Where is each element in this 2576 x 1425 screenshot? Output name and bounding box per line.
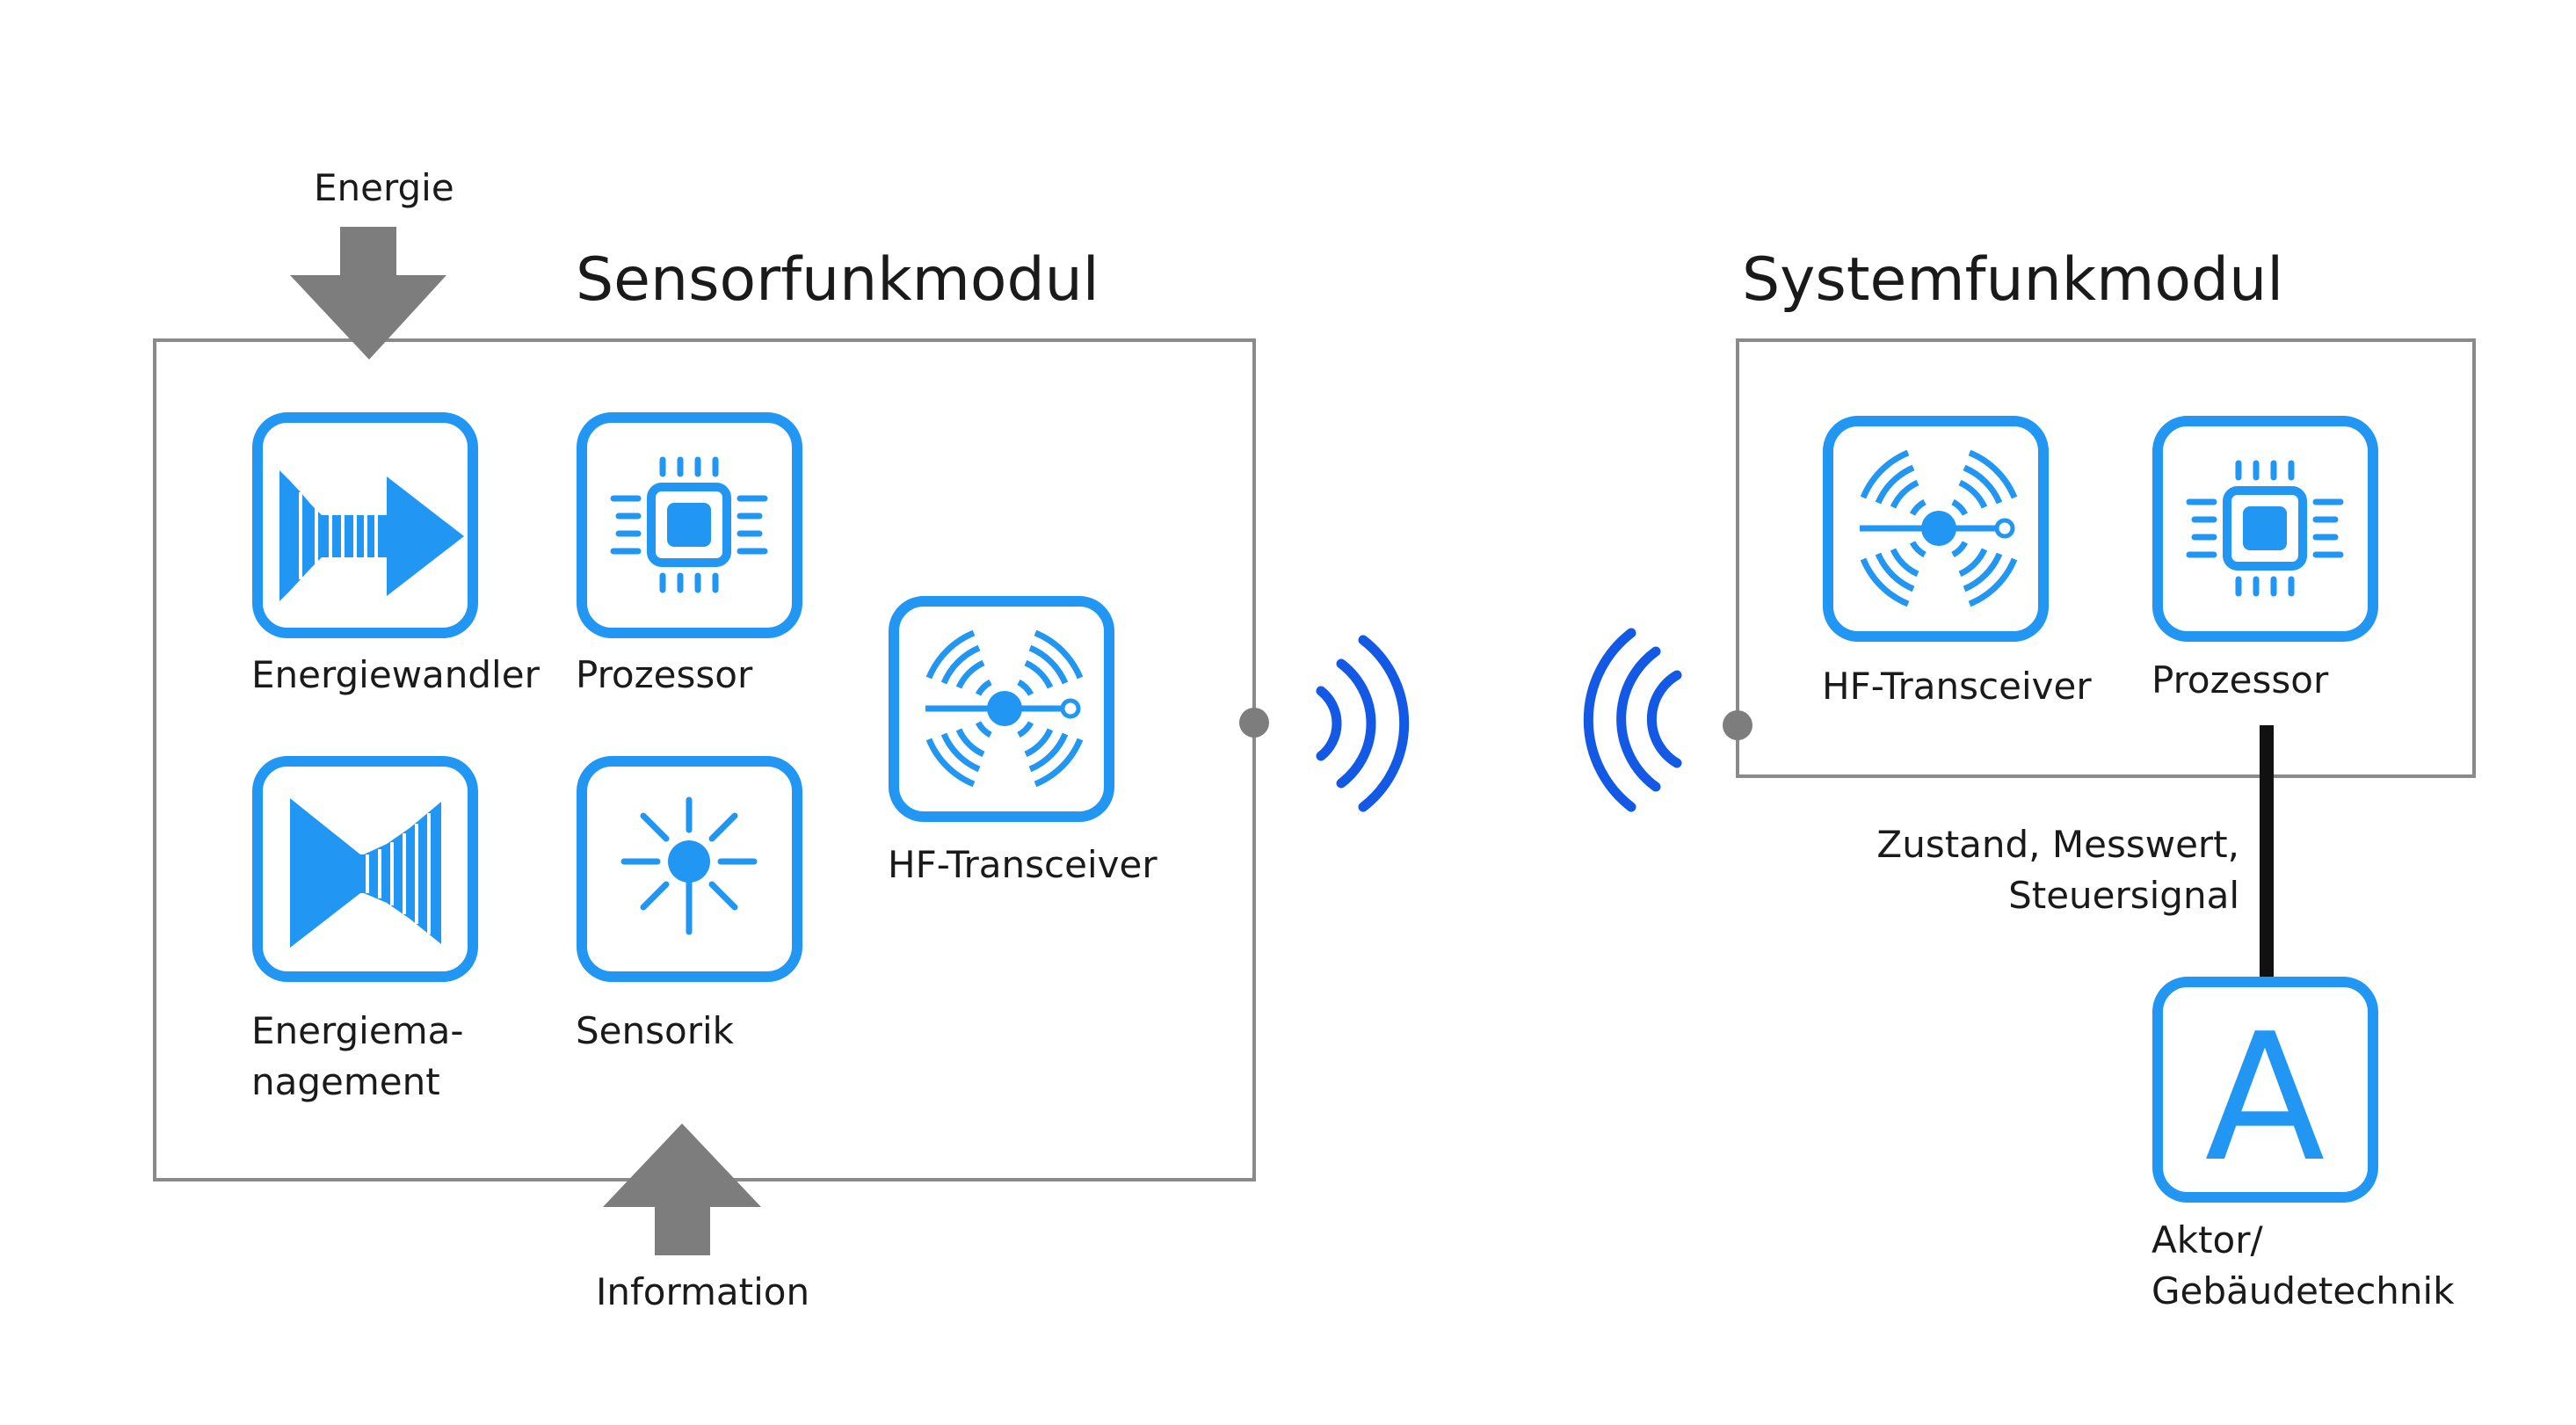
sensors-tile xyxy=(577,756,802,982)
system-antenna-port xyxy=(1723,710,1752,740)
energy-converter-tile xyxy=(252,412,478,638)
energy-converter-label: Energiewandler xyxy=(251,653,541,696)
energy-management-label-line2: nagement xyxy=(251,1060,440,1103)
system-processor-label: Prozessor xyxy=(2152,658,2329,702)
information-label: Information xyxy=(596,1270,809,1313)
system-radio-waves xyxy=(1583,628,1682,812)
sensor-module: Sensorfunkmodul Energie Information xyxy=(153,166,1269,1313)
energy-management-label-line1: Energiema- xyxy=(251,1009,464,1052)
hf-transceiver-tile xyxy=(889,596,1114,822)
link-label-line2: Steuersignal xyxy=(2008,874,2239,917)
actuator-label-line2: Gebäudetechnik xyxy=(2152,1269,2455,1312)
sensor-antenna-port xyxy=(1239,708,1269,738)
sensor-icon xyxy=(620,796,758,935)
actuator-tile: A xyxy=(2152,977,2378,1203)
sensors-label: Sensorik xyxy=(576,1009,735,1052)
energy-input-arrow xyxy=(290,227,446,360)
system-module-frame xyxy=(1736,338,2476,778)
processor-tile xyxy=(577,412,802,638)
system-module-title: Systemfunkmodul xyxy=(1742,245,2283,315)
hf-transceiver-label: HF-Transceiver xyxy=(888,843,1157,886)
processor-label: Prozessor xyxy=(576,653,753,696)
energy-converter-icon xyxy=(279,470,464,601)
energy-management-tile xyxy=(252,756,478,982)
system-processor-tile xyxy=(2152,416,2378,642)
system-module: Systemfunkmodul HF-Transceiver Prozessor xyxy=(1723,245,2476,778)
link-label-line1: Zustand, Messwert, xyxy=(1876,823,2239,866)
system-hf-transceiver-tile xyxy=(1823,416,2049,642)
actuator-label-line1: Aktor/ xyxy=(2152,1218,2263,1261)
actuator-link-line xyxy=(2260,725,2274,978)
sensor-radio-waves xyxy=(1316,635,1410,812)
energy-label: Energie xyxy=(314,166,454,209)
actuator-letter: A xyxy=(2205,996,2326,1201)
system-hf-transceiver-label: HF-Transceiver xyxy=(1822,665,2092,708)
information-input-arrow xyxy=(603,1123,761,1255)
sensor-module-title: Sensorfunkmodul xyxy=(576,245,1099,315)
energy-management-icon xyxy=(290,798,441,948)
